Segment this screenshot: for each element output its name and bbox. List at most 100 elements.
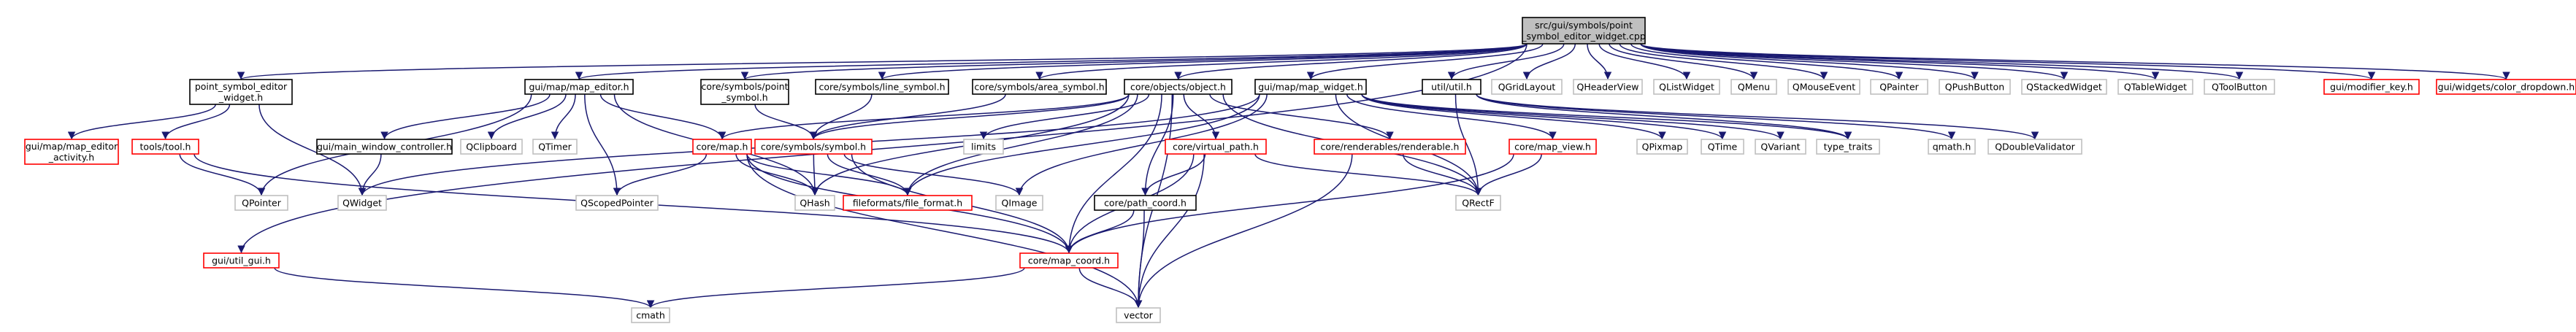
edge-object_h-to-map_coord_h xyxy=(1065,93,1162,254)
node-label: gui/map/map_widget.h xyxy=(1258,82,1363,93)
node-root[interactable]: src/gui/symbols/point_symbol_editor_widg… xyxy=(1521,17,1646,45)
node-label: gui/modifier_key.h xyxy=(2330,82,2413,93)
edge-map_editor_h-to-QScopedPointer xyxy=(584,93,621,196)
node-map_editor_activity_h[interactable]: gui/map/map_editor_activity.h xyxy=(24,139,119,165)
edge-root-to-QGridLayout xyxy=(1522,43,1576,80)
edge-root-to-QTableWidget xyxy=(1640,43,2159,80)
edge-util_gui_h-to-cmath xyxy=(274,267,655,309)
node-qmath_h: qmath.h xyxy=(1928,139,1976,155)
edge-object_h-to-limits xyxy=(979,93,1150,140)
node-map_widget_h[interactable]: gui/map/map_widget.h xyxy=(1254,79,1367,95)
node-box xyxy=(189,79,293,105)
node-QPixmap: QPixmap xyxy=(1636,139,1688,155)
node-QGridLayout: QGridLayout xyxy=(1491,79,1563,95)
node-modifier_key_h[interactable]: gui/modifier_key.h xyxy=(2323,79,2420,95)
node-QHash: QHash xyxy=(794,195,835,211)
edge-root-to-QMouseEvent xyxy=(1619,43,1828,80)
edge-map_widget_h-to-map_view_h xyxy=(1346,93,1557,140)
node-point_symbol_editor_widget_h[interactable]: point_symbol_editor_widget.h xyxy=(189,79,293,105)
edge-root-to-map_editor_h xyxy=(575,43,1527,80)
node-line_symbol_h[interactable]: core/symbols/line_symbol.h xyxy=(815,79,949,95)
edge-point_symbol_editor_widget_h-to-map_editor_activity_h xyxy=(67,104,216,140)
node-label: QGridLayout xyxy=(1498,82,1556,93)
node-box xyxy=(1491,79,1563,95)
node-label: QClipboard xyxy=(466,142,517,153)
node-label: QMenu xyxy=(1738,82,1770,93)
node-label: vector xyxy=(1124,310,1154,321)
node-label: QRectF xyxy=(1462,198,1495,209)
node-renderable_h[interactable]: core/renderables/renderable.h xyxy=(1314,139,1466,155)
node-box xyxy=(1116,307,1161,323)
node-box xyxy=(2323,79,2420,95)
edge-path_coord_h-to-map_coord_h xyxy=(1065,209,1135,254)
node-label: QVariant xyxy=(1760,142,1800,153)
edge-root-to-area_symbol_h xyxy=(1035,43,1527,80)
node-label: _widget.h xyxy=(218,92,263,103)
edge-map_editor_h-to-QClipboard xyxy=(487,93,567,140)
node-label: _activity.h xyxy=(48,152,94,163)
node-label: QImage xyxy=(1002,198,1038,209)
node-box xyxy=(575,195,659,211)
edge-map_widget_h-to-QVariant xyxy=(1361,93,1785,140)
edge-root-to-QToolButton xyxy=(1640,43,2243,80)
node-label: gui/main_window_controller.h xyxy=(317,142,452,153)
node-box xyxy=(815,79,949,95)
node-box xyxy=(794,195,835,211)
node-virtual_path_h[interactable]: core/virtual_path.h xyxy=(1165,139,1267,155)
node-label: QPushButton xyxy=(1945,82,2004,93)
node-core_map_h[interactable]: core/map.h xyxy=(692,139,752,155)
node-QScopedPointer: QScopedPointer xyxy=(575,195,659,211)
node-box xyxy=(1124,79,1233,95)
node-object_h[interactable]: core/objects/object.h xyxy=(1124,79,1233,95)
node-label: QPainter xyxy=(1879,82,1919,93)
node-label: cmath xyxy=(636,310,665,321)
node-box xyxy=(24,139,119,165)
node-area_symbol_h[interactable]: core/symbols/area_symbol.h xyxy=(972,79,1107,95)
node-map_view_h[interactable]: core/map_view.h xyxy=(1509,139,1597,155)
node-box xyxy=(1701,139,1744,155)
node-label: src/gui/symbols/point xyxy=(1535,20,1633,31)
node-path_coord_h[interactable]: core/path_coord.h xyxy=(1094,195,1197,211)
edge-path_coord_h-to-vector xyxy=(1134,209,1145,309)
edge-line_symbol_h-to-core_symbols_symbol_h xyxy=(809,93,873,140)
edge-core_symbols_symbol_h-to-QHash xyxy=(810,153,819,196)
edge-renderable_h-to-QRectF xyxy=(1402,153,1482,196)
edge-map_editor_h-to-main_window_controller_h xyxy=(380,93,551,140)
node-core_symbols_symbol_h[interactable]: core/symbols/symbol.h xyxy=(754,139,873,155)
node-box xyxy=(1730,79,1777,95)
node-label: core/map_coord.h xyxy=(1028,255,1110,266)
edge-root-to-util_h xyxy=(1447,43,1565,80)
edge-root-to-QStackedWidget xyxy=(1640,43,2068,80)
edge-virtual_path_h-to-path_coord_h xyxy=(1141,153,1206,196)
node-main_window_controller_h[interactable]: gui/main_window_controller.h xyxy=(316,139,453,155)
node-core_symbols_point_symbol_h[interactable]: core/symbols/point_symbol.h xyxy=(700,79,789,105)
node-QClipboard: QClipboard xyxy=(460,139,523,155)
node-tool_h[interactable]: tools/tool.h xyxy=(131,139,199,155)
node-box xyxy=(1636,139,1688,155)
node-map_coord_h[interactable]: core/map_coord.h xyxy=(1019,252,1119,269)
node-label: gui/util_gui.h xyxy=(212,255,271,266)
node-color_dropdown_h[interactable]: gui/widgets/color_dropdown.h xyxy=(2436,79,2576,95)
node-label: type_traits xyxy=(1824,142,1873,153)
node-label: core/symbols/line_symbol.h xyxy=(819,82,946,93)
node-util_h[interactable]: util/util.h xyxy=(1422,79,1481,95)
node-box xyxy=(1573,79,1643,95)
node-label: QTableWidget xyxy=(2124,82,2187,93)
node-box xyxy=(631,307,670,323)
node-map_editor_h[interactable]: gui/map/map_editor.h xyxy=(524,79,634,95)
node-QPointer: QPointer xyxy=(234,195,288,211)
node-box xyxy=(692,139,752,155)
edge-object_h-to-core_symbols_symbol_h xyxy=(809,93,1130,140)
node-util_gui_h[interactable]: gui/util_gui.h xyxy=(203,252,280,269)
node-file_format_h[interactable]: fileformats/file_format.h xyxy=(843,195,973,211)
node-label: core/symbols/area_symbol.h xyxy=(974,82,1104,93)
node-box xyxy=(337,195,387,211)
edge-root-to-QPushButton xyxy=(1640,43,1979,80)
node-label: QMouseEvent xyxy=(1793,82,1855,93)
edge-util_h-to-type_traits xyxy=(1476,93,1852,140)
edge-map_editor_h-to-core_map_h xyxy=(599,93,727,140)
node-QDoubleValidator: QDoubleValidator xyxy=(1987,139,2082,155)
node-box xyxy=(700,79,789,105)
edge-root-to-QMenu xyxy=(1609,43,1758,80)
edges-layer xyxy=(67,43,2510,309)
